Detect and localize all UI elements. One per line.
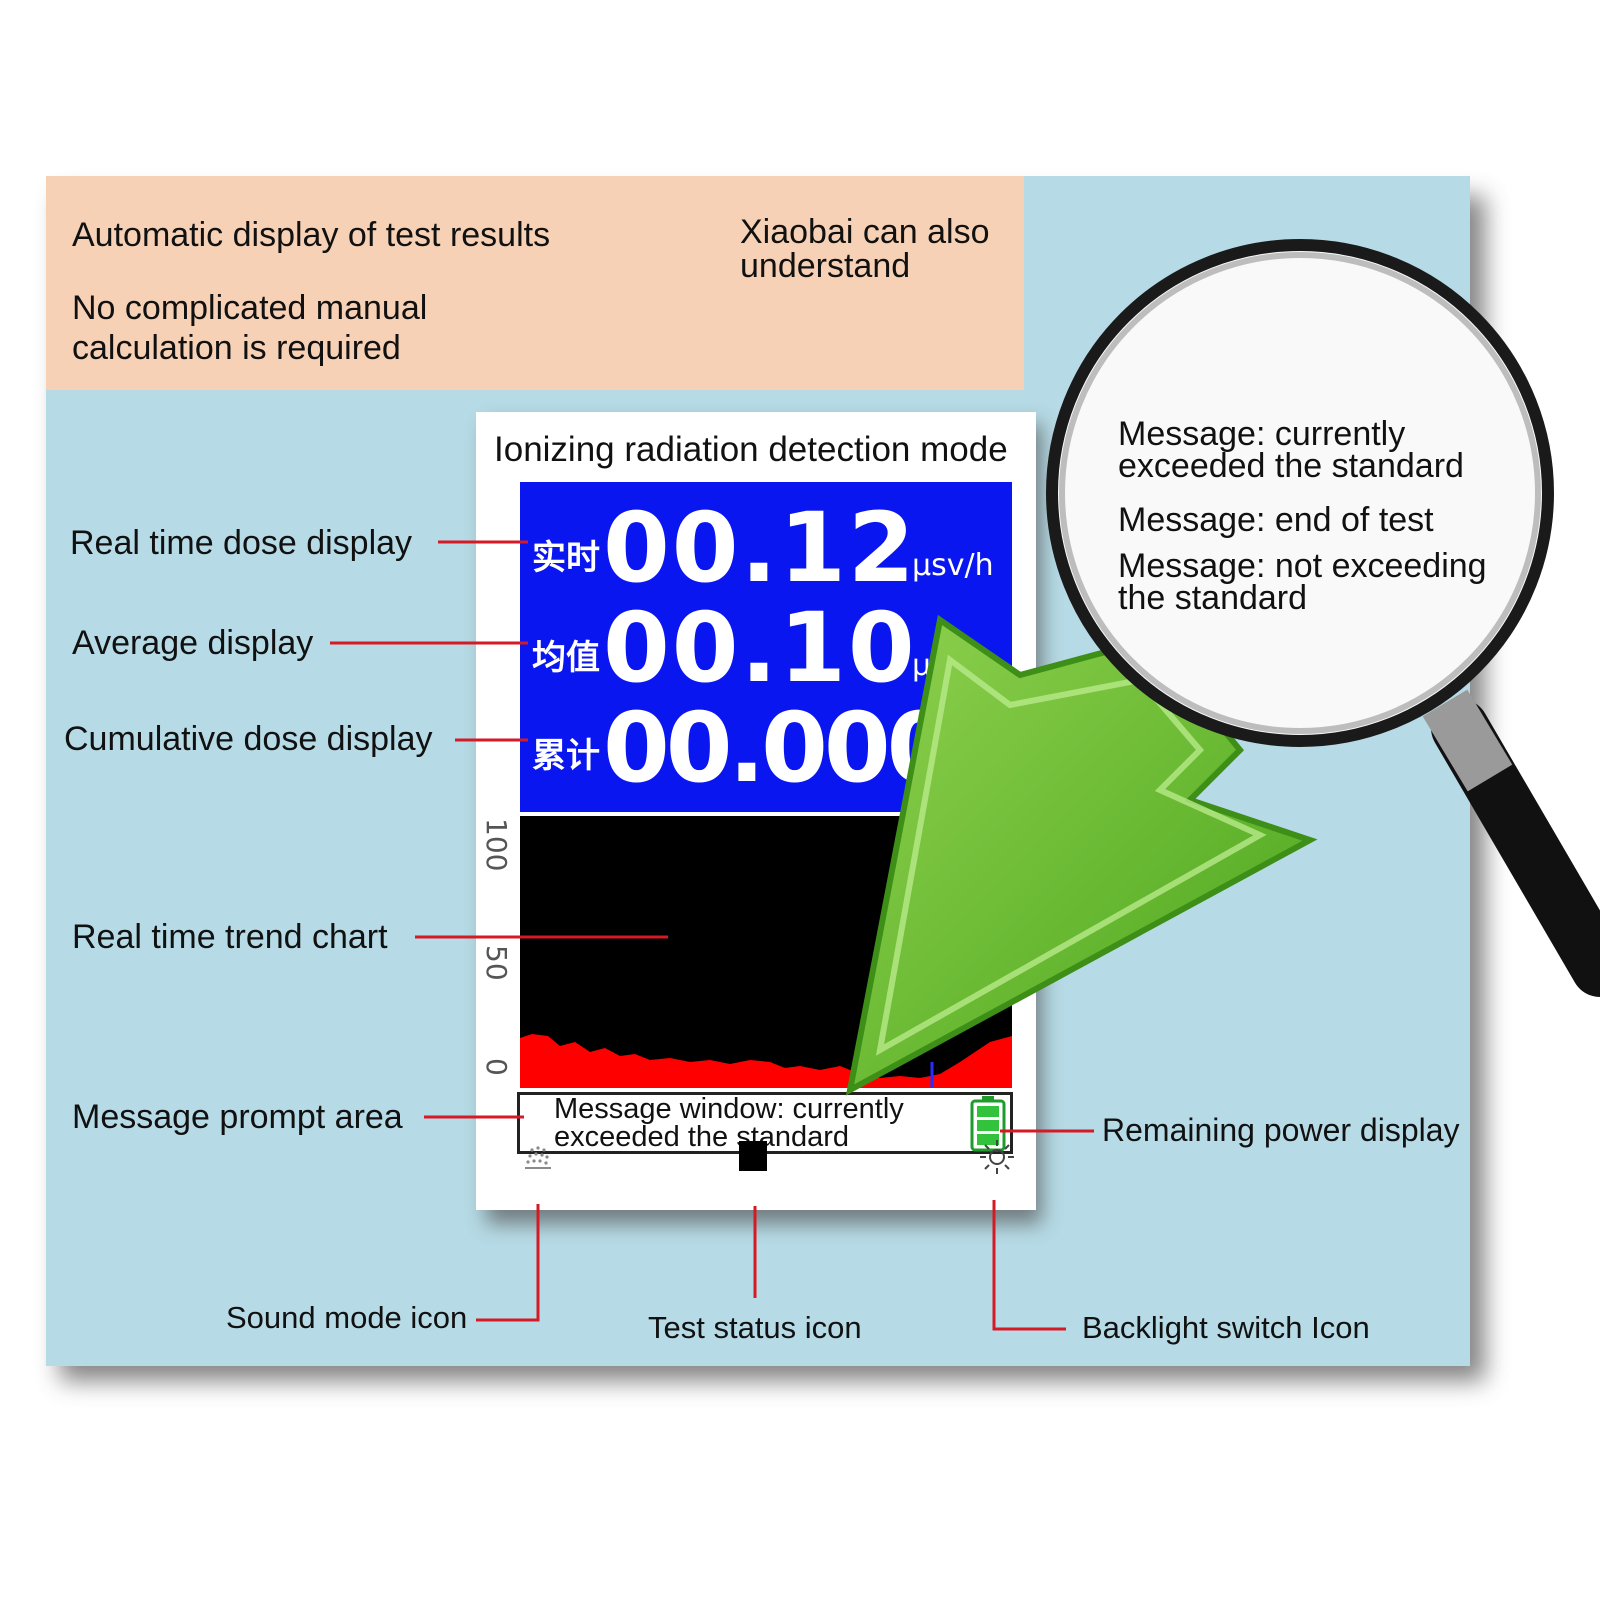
average-value: 00.10 (603, 592, 917, 704)
banner-line-1: Automatic display of test results (72, 216, 551, 254)
sun-icon[interactable] (978, 1138, 1016, 1176)
magnifier-neck (1422, 689, 1513, 792)
magnifier-msg-1: Message: currently exceeded the standard (1118, 415, 1464, 485)
callout-sound: Sound mode icon (226, 1300, 468, 1335)
magnifier-msg-3: Message: not exceeding the standard (1118, 547, 1487, 617)
mode-title: Ionizing radiation detection mode (494, 430, 1008, 469)
callout-trend-chart: Real time trend chart (72, 918, 388, 956)
callout-realtime-dose: Real time dose display (70, 524, 413, 562)
green-arrow (845, 614, 1318, 1096)
cumulative-label: 累计 (532, 736, 600, 776)
banner-line-3: No complicated manual calculation is req… (72, 289, 428, 367)
average-unit: μ (912, 648, 932, 683)
magnifier-lens (1046, 239, 1554, 747)
banner (46, 176, 1024, 390)
realtime-value: 00.12 (603, 492, 917, 604)
battery-icon (970, 1096, 1006, 1152)
callout-test-status: Test status icon (648, 1310, 862, 1345)
realtime-label: 实时 (532, 538, 600, 578)
stop-square-icon[interactable] (739, 1141, 767, 1171)
callout-power: Remaining power display (1102, 1112, 1460, 1148)
message-window-text: Message window: currently exceeded the s… (554, 1093, 904, 1153)
magnifier-rim (1059, 252, 1541, 734)
magnifying-glass (1046, 239, 1600, 997)
cumulative-value: 00.000 (603, 692, 953, 804)
magnifier-msg-2: Message: end of test (1118, 501, 1434, 539)
trend-chart-fill (520, 1034, 1012, 1088)
callout-message-area: Message prompt area (72, 1098, 403, 1136)
callout-backlight: Backlight switch Icon (1082, 1310, 1370, 1345)
callout-cumulative: Cumulative dose display (64, 720, 433, 758)
banner-line-2: Xiaobai can also understand (740, 213, 990, 285)
callout-average: Average display (72, 624, 314, 662)
realtime-unit: μsv/h (912, 548, 994, 583)
magnifier-messages: Message: currently exceeded the standard… (1118, 415, 1518, 617)
sound-icon[interactable] (522, 1142, 554, 1174)
average-label: 均值 (532, 638, 600, 678)
